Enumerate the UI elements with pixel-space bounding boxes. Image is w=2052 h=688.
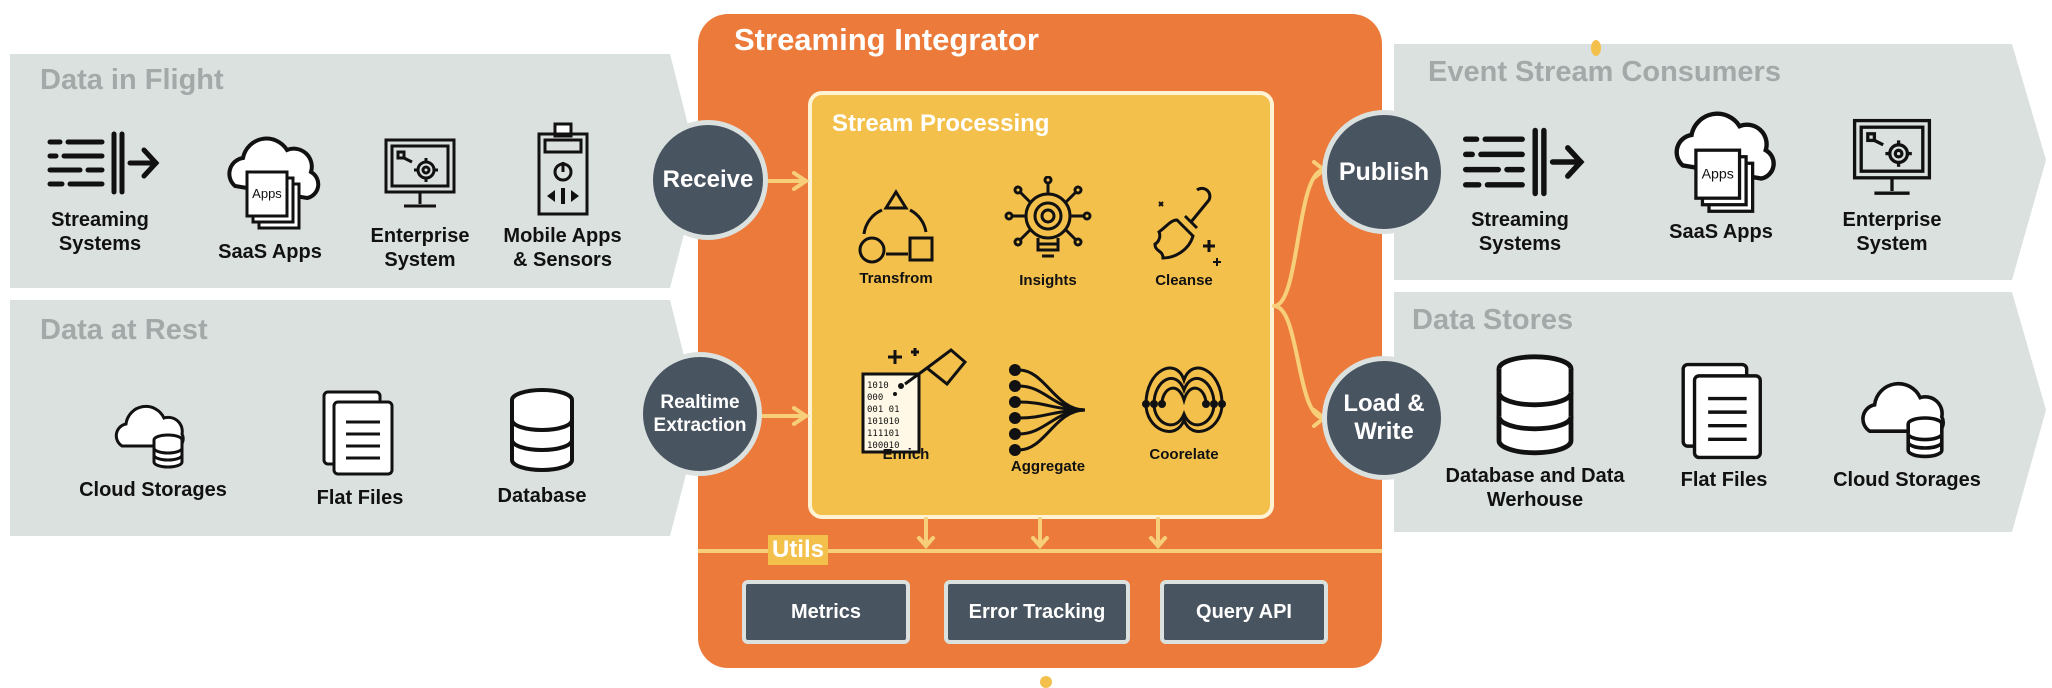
item-label: Cloud Storages (79, 479, 227, 501)
consumer-enterprise-system: Enterprise System (1832, 112, 1952, 256)
item-label: Enterprise System (370, 225, 470, 271)
apps-badge: Apps (252, 186, 282, 201)
insights-bulb-icon (1004, 176, 1092, 258)
error-tracking-button[interactable]: Error Tracking (944, 580, 1130, 644)
source-flat-files: Flat Files (298, 388, 422, 510)
flat-files-icon (1681, 362, 1762, 460)
op-transform: Transfrom (846, 188, 946, 287)
enterprise-monitor-icon (384, 138, 456, 208)
op-enrich: 1010 000 001 01 101010 111101 100010 Enrich (836, 344, 976, 463)
source-enterprise-system: Enterprise System (360, 134, 480, 272)
enterprise-monitor-icon (1852, 118, 1932, 195)
database-icon (1496, 354, 1574, 456)
streaming-integrator-title: Streaming Integrator (734, 22, 1039, 57)
streaming-icon (1463, 127, 1585, 197)
metrics-button[interactable]: Metrics (742, 580, 910, 644)
transform-icon (858, 189, 934, 264)
event-consumers-title: Event Stream Consumers (1428, 56, 1781, 88)
op-correlate: Coorelate (1134, 350, 1234, 463)
op-label: Cleanse (1155, 272, 1213, 289)
cloud-apps-icon: Apps (1674, 111, 1776, 213)
op-aggregate: Aggregate (998, 362, 1098, 475)
item-label: SaaS Apps (1669, 221, 1773, 243)
streaming-icon (47, 131, 160, 195)
apps-badge: Apps (1702, 167, 1734, 183)
source-saas-apps: Apps SaaS Apps (206, 126, 334, 264)
store-flat-files: Flat Files (1664, 360, 1784, 492)
cloud-apps-icon: Apps (227, 136, 321, 230)
query-api-button[interactable]: Query API (1160, 580, 1328, 644)
cloud-storage-icon (114, 404, 185, 469)
cloud-storage-icon (1861, 381, 1945, 459)
mobile-sensor-icon (537, 122, 588, 216)
svg-text:101010: 101010 (867, 417, 900, 427)
utils-label: Utils (768, 535, 828, 565)
op-insights: Insights (998, 176, 1098, 289)
source-database: Database (480, 386, 604, 508)
op-label: Aggregate (1010, 458, 1086, 475)
item-label: Flat Files (1680, 469, 1768, 491)
store-cloud-storages: Cloud Storages (1822, 376, 1992, 492)
database-icon (510, 388, 574, 472)
item-label: Streaming Systems (1471, 209, 1569, 255)
publish-node: Publish (1322, 110, 1446, 234)
data-at-rest-title: Data at Rest (40, 314, 208, 346)
flat-files-icon (322, 390, 394, 476)
svg-text:100010: 100010 (867, 441, 900, 451)
op-label: Insights (1019, 272, 1077, 289)
op-label: Enrich (882, 446, 930, 463)
decor-dot (1040, 676, 1052, 688)
svg-text:1010: 1010 (867, 381, 889, 391)
utils-line (698, 549, 1382, 553)
source-mobile-sensors: Mobile Apps & Sensors (490, 122, 635, 272)
stream-processing-title: Stream Processing (832, 110, 1050, 137)
item-label: Streaming Systems (51, 209, 149, 255)
svg-text:000: 000 (867, 393, 883, 403)
data-in-flight-title: Data in Flight (40, 64, 224, 96)
op-label: Transfrom (859, 270, 933, 287)
enrich-icon: 1010 000 001 01 101010 111101 100010 (861, 348, 968, 454)
consumer-saas-apps: Apps SaaS Apps (1656, 100, 1786, 244)
item-label: Mobile Apps & Sensors (503, 225, 622, 271)
receive-node: Receive (648, 120, 768, 240)
svg-text:001 01: 001 01 (867, 405, 900, 415)
data-in-flight-panel (10, 54, 700, 288)
item-label: SaaS Apps (218, 241, 322, 263)
aggregate-icon (1009, 364, 1086, 456)
source-cloud-storages: Cloud Storages (68, 400, 238, 502)
data-stores-title: Data Stores (1412, 304, 1574, 336)
realtime-extraction-node: Realtime Extraction (638, 352, 762, 476)
brush-icon (1153, 186, 1221, 266)
consumer-streaming-systems: Streaming Systems (1450, 124, 1590, 256)
decor-dot (1591, 40, 1601, 56)
item-label: Flat Files (316, 487, 404, 509)
item-label: Database and Data Werhouse (1445, 465, 1625, 511)
correlate-icon (1142, 366, 1226, 433)
item-label: Enterprise System (1842, 209, 1942, 255)
item-label: Database (497, 485, 587, 507)
store-database-warehouse: Database and Data Werhouse (1430, 352, 1640, 512)
source-streaming-systems: Streaming Systems (30, 128, 170, 256)
load-write-node: Load & Write (1322, 356, 1446, 480)
item-label: Cloud Storages (1833, 469, 1981, 491)
op-label: Coorelate (1149, 446, 1219, 463)
svg-text:111101: 111101 (867, 429, 900, 439)
op-cleanse: Cleanse (1134, 182, 1234, 289)
